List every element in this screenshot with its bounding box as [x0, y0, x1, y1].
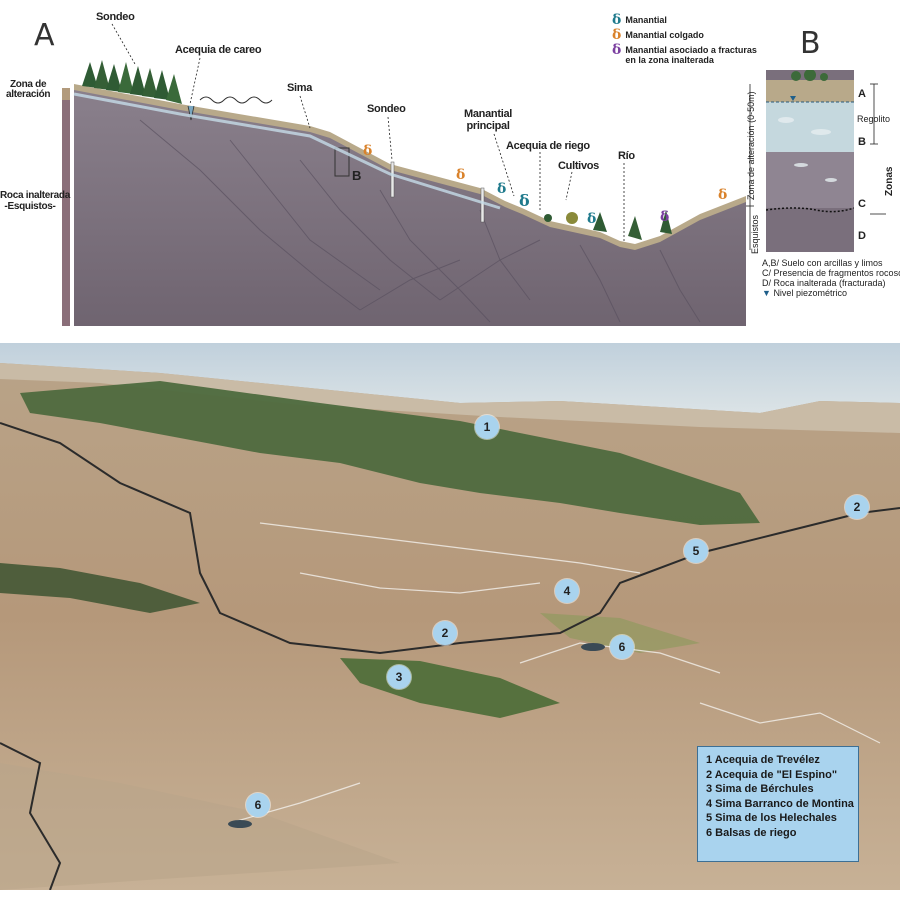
label-zona-alteracion: Zona de alteración	[6, 79, 51, 100]
label-regolito: Regolito	[857, 114, 891, 124]
leader-lines	[111, 23, 625, 242]
spring-icon: δ	[497, 181, 507, 197]
pond-6b	[228, 820, 252, 828]
acequia-careo-channel	[187, 105, 195, 121]
zoom-box-b	[334, 147, 350, 177]
map-marker-4: 4	[555, 579, 579, 603]
panel-b-brackets	[746, 83, 886, 250]
label-manantial-principal: Manantial principal	[464, 108, 512, 132]
hanging-spring-icon: δ	[718, 187, 728, 203]
roca-inalterada-bar	[62, 100, 70, 326]
map-marker-5: 5	[684, 539, 708, 563]
note-piezometric-label: Nivel piezométrico	[773, 288, 847, 298]
label-zona-alteracion-line2: alteración	[6, 89, 51, 100]
label-esquistos: Esquistos	[750, 214, 760, 254]
borehole-sondeo	[390, 161, 395, 198]
map-marker-3: 3	[387, 665, 411, 689]
label-sondeo-top: Sondeo	[96, 11, 135, 23]
map-legend: 1 Acequia de Trevélez 2 Acequia de "El E…	[697, 746, 859, 862]
label-sima: Sima	[287, 82, 313, 94]
main-spring-icon: δ	[519, 191, 530, 210]
label-acequia-riego: Acequia de riego	[506, 140, 590, 152]
valley-trees	[544, 210, 672, 240]
label-acequia-careo: Acequia de careo	[175, 44, 262, 56]
borehole-sondeo-2	[480, 187, 485, 223]
map-legend-item-1: 1 Acequia de Trevélez	[706, 754, 820, 766]
hanging-spring-icon: δ	[363, 143, 373, 159]
legend-manantial-colgado: δ Manantial colgado	[612, 27, 757, 43]
infiltration-wave	[199, 96, 273, 104]
legend-manantial-fracturas: δ Manantial asociado a fracturas en la z…	[612, 42, 757, 65]
map-legend-item-6: 6 Balsas de riego	[706, 826, 797, 839]
map-legend-item-5: 5 Sima de los Helechales	[706, 812, 837, 824]
label-cultivos: Cultivos	[558, 160, 599, 172]
legend-manantial-fracturas-label: Manantial asociado a fracturas en la zon…	[625, 45, 757, 65]
label-zona-depth: (0-50m)	[746, 91, 756, 123]
panel-b-letter: B	[800, 26, 821, 61]
note-c: C/ Presencia de fragmentos rocosos	[762, 268, 900, 278]
hanging-spring-icon: δ	[612, 27, 622, 43]
water-level-icon	[790, 96, 796, 101]
label-roca-inalterada: Roca inalterada -Esquistos-	[0, 190, 70, 212]
spring-legend: δ Manantial δ Manantial colgado δ Manant…	[612, 12, 757, 65]
label-manantial-principal-line1: Manantial	[464, 108, 513, 120]
cross-section-figure	[73, 60, 746, 326]
map-marker-6a: 6	[610, 635, 634, 659]
water-table	[73, 92, 501, 210]
zona-alteracion-bar	[62, 88, 70, 100]
map-marker-1: 1	[475, 415, 499, 439]
water-level-icon: ▼	[762, 288, 771, 298]
label-sondeo-mid: Sondeo	[367, 103, 406, 115]
note-d: D/ Roca inalterada (fracturada)	[762, 278, 886, 288]
label-zona-alteracion-b: Zona de alteración (0-50m)	[746, 91, 756, 200]
label-zonas: Zonas	[884, 166, 895, 196]
forest-trees	[82, 60, 182, 104]
spring-icon: δ	[587, 211, 597, 227]
bedrock	[74, 88, 746, 326]
zone-letter-b: B	[858, 136, 866, 148]
legend-manantial-label: Manantial	[625, 15, 667, 25]
label-roca-line1: Roca inalterada	[0, 190, 70, 201]
pond-6a	[581, 643, 605, 651]
label-rio: Río	[618, 150, 635, 162]
zone-letter-c: C	[858, 198, 866, 210]
zone-letter-d: D	[858, 230, 866, 242]
map-legend-item-2: 2 Acequia de "El Espino"	[706, 768, 838, 781]
note-piezometric: ▼ Nivel piezométrico	[762, 288, 900, 298]
label-zona-alteracion-b-text: Zona de alteración	[746, 125, 756, 200]
label-roca-line2: -Esquistos-	[4, 201, 56, 212]
map-legend-item-3: 3 Sima de Bérchules	[706, 783, 814, 795]
map-marker-2a: 2	[845, 495, 869, 519]
soil-layer	[74, 84, 746, 250]
map-marker-6b: 6	[246, 793, 270, 817]
fracture-spring-icon: δ	[612, 42, 622, 58]
soil-profile-column	[766, 70, 854, 252]
fracture-lines	[139, 119, 701, 323]
zone-letter-a: A	[858, 88, 866, 100]
legend-manantial-colgado-label: Manantial colgado	[625, 30, 704, 40]
panel-a-letter: A	[34, 18, 55, 53]
spring-icon: δ	[612, 12, 622, 28]
legend-fracturas-line1: Manantial asociado a fracturas	[625, 45, 757, 55]
label-zona-alteracion-line1: Zona de	[10, 79, 47, 90]
map-legend-item-4: 4 Sima Barranco de Montina	[706, 797, 854, 810]
hanging-spring-icon: δ	[456, 167, 466, 183]
panel-b-notes: A,B/ Suelo con arcillas y limos C/ Prese…	[762, 258, 900, 298]
label-manantial-principal-line2: principal	[466, 120, 510, 132]
label-box-b: B	[352, 168, 362, 183]
legend-fracturas-line2: en la zona inalterada	[625, 55, 714, 65]
note-ab: A,B/ Suelo con arcillas y limos	[762, 258, 883, 268]
map-marker-2b: 2	[433, 621, 457, 645]
fracture-spring-icon: δ	[660, 209, 670, 225]
legend-manantial: δ Manantial	[612, 12, 757, 28]
